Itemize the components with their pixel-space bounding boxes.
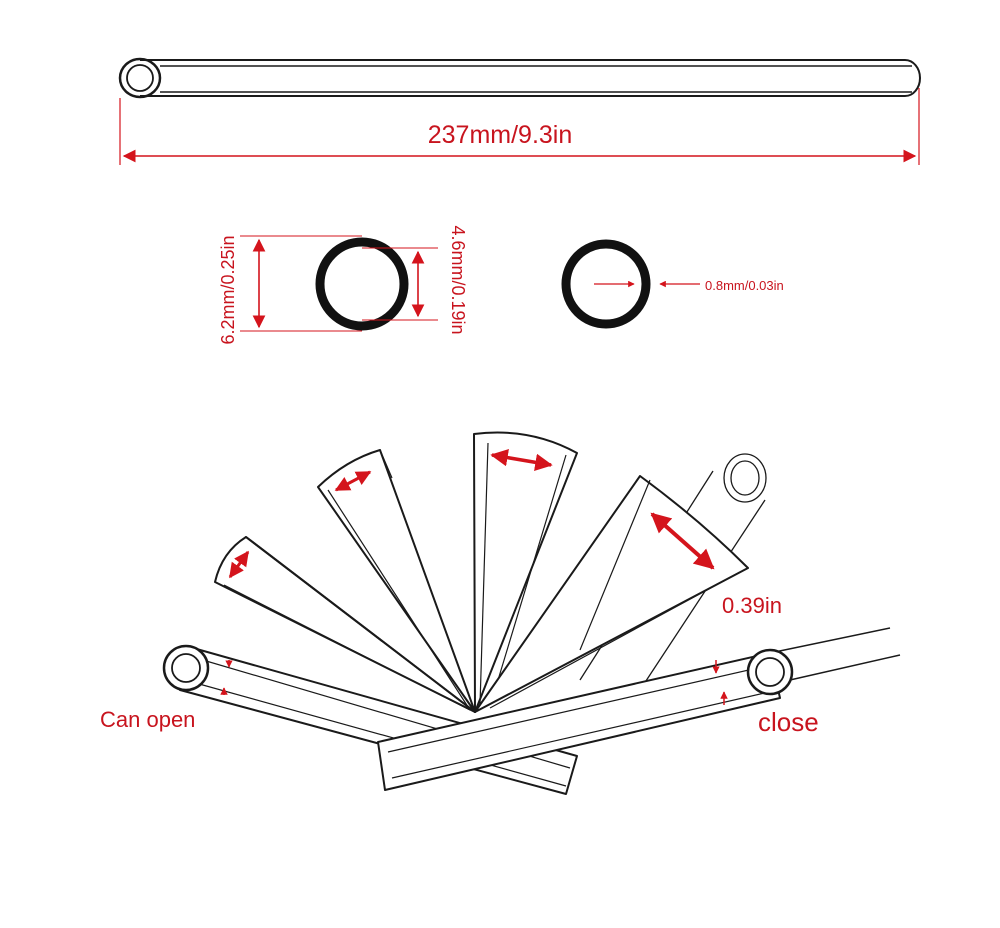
opened-tube-fan <box>162 431 901 795</box>
length-label: 237mm/9.3in <box>428 121 573 149</box>
outer-diameter-label: 6.2mm/0.25in <box>218 235 238 344</box>
close-label: close <box>758 707 819 737</box>
can-open-label: Can open <box>100 707 195 732</box>
right-closed-tube <box>377 627 901 791</box>
cross-section-diameters: 6.2mm/0.25in 4.6mm/0.19in <box>218 225 468 344</box>
blade-1 <box>214 536 476 713</box>
length-dimension: 237mm/9.3in <box>119 88 920 165</box>
opening-width-label: 0.39in <box>722 593 782 618</box>
cross-section-wall: 0.8mm/0.03in <box>561 239 784 329</box>
blade-3 <box>473 431 578 713</box>
opening-arrows: 0.39in <box>228 449 782 618</box>
wall-thickness-label: 0.8mm/0.03in <box>705 278 784 293</box>
blade-2 <box>317 449 476 713</box>
inner-diameter-label: 4.6mm/0.19in <box>448 225 468 334</box>
straight-tube <box>118 57 921 99</box>
open-close-markers: Can open close <box>100 660 819 737</box>
